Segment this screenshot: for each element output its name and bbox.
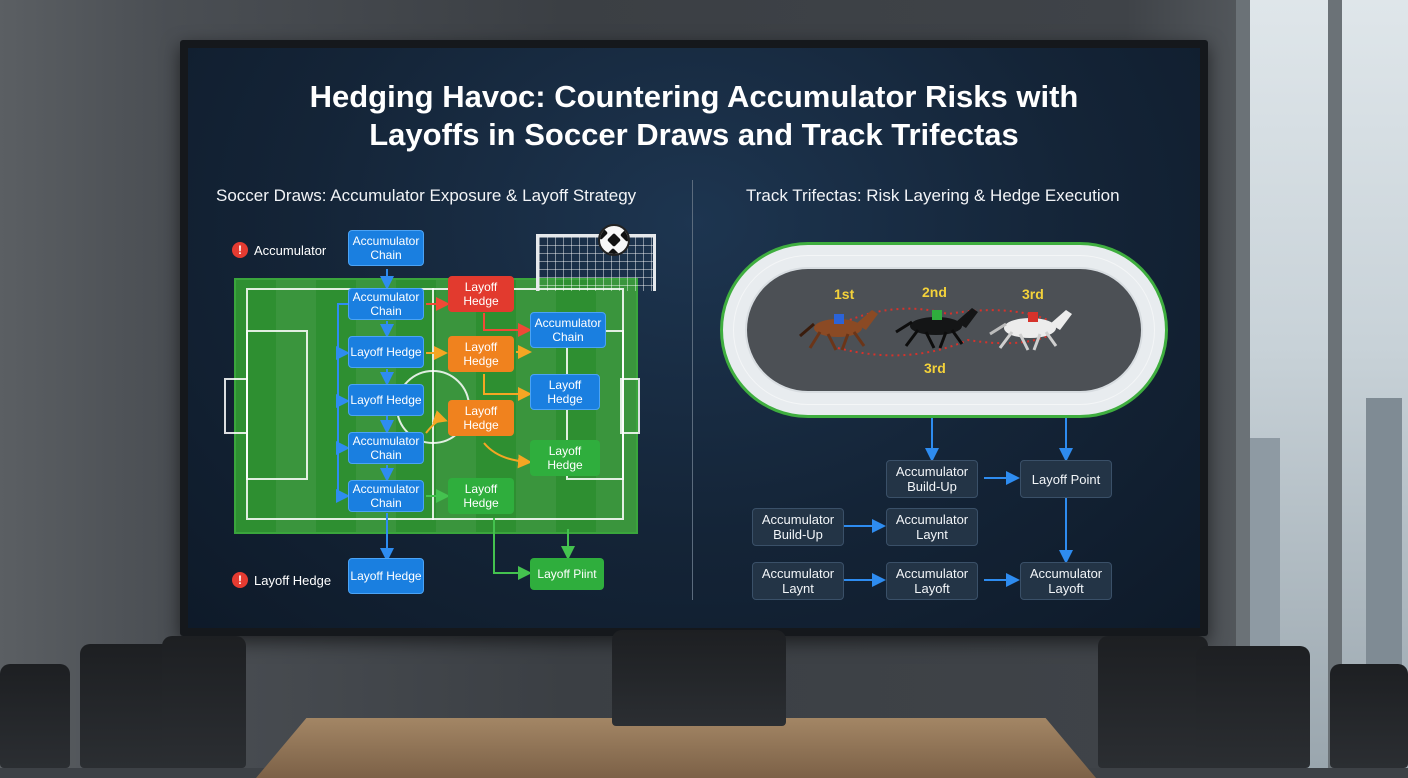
place-label: 3rd xyxy=(924,360,946,376)
title-line-1: Hedging Havoc: Countering Accumulator Ri… xyxy=(309,79,1079,114)
soccer-ball-icon xyxy=(598,224,630,256)
flow-node-accumulator-chain: Accumulator Chain xyxy=(348,230,424,266)
layoff-warning: ! Layoff Hedge xyxy=(232,572,331,588)
section-divider xyxy=(692,180,693,600)
place-label: 2nd xyxy=(922,284,947,300)
alert-icon: ! xyxy=(232,572,248,588)
wall-display: Hedging Havoc: Countering Accumulator Ri… xyxy=(180,40,1208,636)
office-chair xyxy=(1098,636,1208,768)
window xyxy=(1236,0,1408,768)
office-chair xyxy=(1196,646,1310,768)
flow-node-layoff-hedge-orange: Layoff Hedge xyxy=(448,336,514,372)
flow-node-layoff-hedge: Layoff Hedge xyxy=(348,336,424,368)
flow-node-accumulator-build-up: Accumulator Build-Up xyxy=(752,508,844,546)
flow-node-accumulator-chain: Accumulator Chain xyxy=(348,288,424,320)
accumulator-warning: ! Accumulator xyxy=(232,242,326,258)
flow-node-accumulator-laynt: Accumulator Laynt xyxy=(886,508,978,546)
horse-icon xyxy=(989,310,1072,351)
title-line-2: Layoffs in Soccer Draws and Track Trifec… xyxy=(369,117,1019,152)
flow-node-layoff-hedge-orange: Layoff Hedge xyxy=(448,400,514,436)
alert-icon: ! xyxy=(232,242,248,258)
window-frame xyxy=(1236,0,1250,768)
office-chair xyxy=(1330,664,1408,768)
flow-node-accumulator-chain: Accumulator Chain xyxy=(530,312,606,348)
goal-net-icon xyxy=(536,234,656,291)
flow-node-layoff-hedge-red: Layoff Hedge xyxy=(448,276,514,312)
presentation-slide: Hedging Havoc: Countering Accumulator Ri… xyxy=(188,48,1200,628)
office-chair xyxy=(612,630,786,726)
window-frame xyxy=(1328,0,1342,768)
flow-node-layoff-point: Layoff Piint xyxy=(530,558,604,590)
flow-node-accumulator-build-up: Accumulator Build-Up xyxy=(886,460,978,498)
office-chair xyxy=(162,636,246,768)
horse-icon xyxy=(799,310,878,351)
place-label: 3rd xyxy=(1022,286,1044,302)
slide-title: Hedging Havoc: Countering Accumulator Ri… xyxy=(188,78,1200,154)
track-graphics xyxy=(799,307,1073,587)
office-chair xyxy=(0,664,70,768)
flow-node-accumulator-laynt: Accumulator Laynt xyxy=(752,562,844,600)
flow-node-layoff-hedge: Layoff Hedge xyxy=(348,558,424,594)
flow-node-accumulator-layoft: Accumulator Layoft xyxy=(886,562,978,600)
horse-icon xyxy=(895,308,978,349)
soccer-flow-arrows xyxy=(336,269,575,580)
flow-node-accumulator-layoft: Accumulator Layoft xyxy=(1020,562,1112,600)
track-heading: Track Trifectas: Risk Layering & Hedge E… xyxy=(746,186,1120,205)
flow-node-accumulator-chain: Accumulator Chain xyxy=(348,480,424,512)
flow-node-layoff-point: Layoff Point xyxy=(1020,460,1112,498)
goal-box-left xyxy=(224,378,248,434)
flow-node-layoff-hedge: Layoff Hedge xyxy=(530,374,600,410)
place-label: 1st xyxy=(834,286,855,302)
soccer-heading: Soccer Draws: Accumulator Exposure & Lay… xyxy=(216,186,637,205)
flow-node-layoff-hedge-green: Layoff Hedge xyxy=(448,478,514,514)
track-lane xyxy=(733,255,1155,405)
conference-table xyxy=(256,718,1096,778)
flow-node-accumulator-chain: Accumulator Chain xyxy=(348,432,424,464)
flow-node-layoff-hedge: Layoff Hedge xyxy=(348,384,424,416)
goal-box-right xyxy=(620,378,640,434)
field-stripe xyxy=(276,280,316,532)
flow-node-layoff-hedge-green: Layoff Hedge xyxy=(530,440,600,476)
warning-label: Layoff Hedge xyxy=(254,572,332,588)
warning-label: Accumulator xyxy=(254,242,327,258)
